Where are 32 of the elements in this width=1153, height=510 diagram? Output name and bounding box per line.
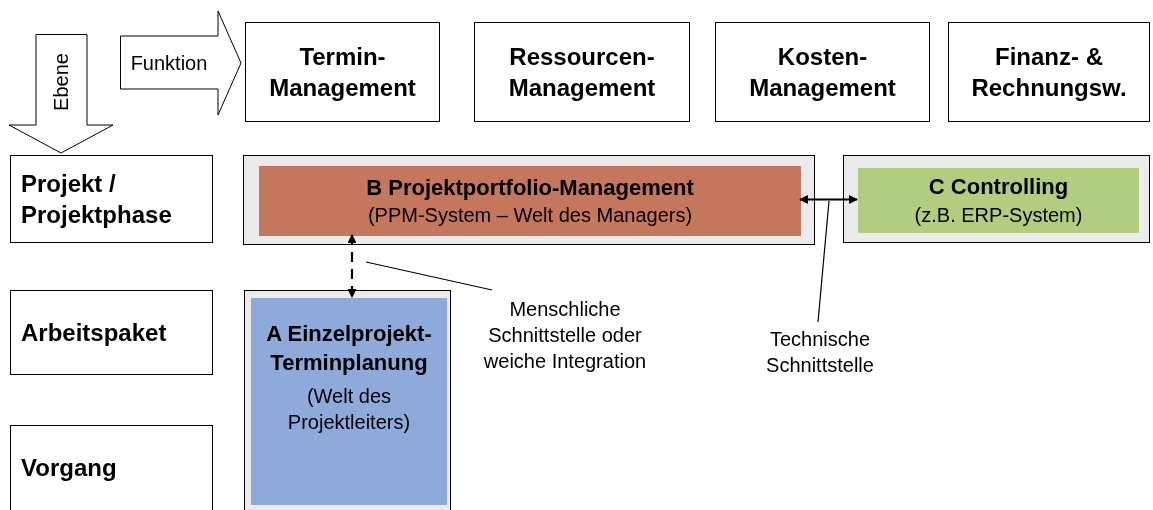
column-label: Kosten- Management <box>748 41 897 103</box>
column-label: Finanz- & Rechnungsw. <box>970 41 1128 103</box>
row-header-box <box>10 155 213 243</box>
leader-line <box>817 200 830 323</box>
frame-box <box>843 155 1150 243</box>
process-box <box>259 166 801 236</box>
process-box <box>858 168 1139 233</box>
box-subtitle: (Welt des Projektleiters) <box>286 384 412 436</box>
row-label: Arbeitspaket <box>21 317 167 348</box>
column-label: Termin- Management <box>268 41 417 103</box>
box-subtitle: (z.B. ERP-System) <box>914 202 1083 228</box>
axis-label: Ebene <box>49 53 73 111</box>
row-header-box <box>10 425 213 510</box>
column-header-box <box>245 22 440 122</box>
row-label: Projekt / Projektphase <box>21 168 173 230</box>
column-header-box <box>948 22 1150 122</box>
annotation-text: Technische Schnittstelle <box>765 327 875 378</box>
axis-label: Funktion <box>130 51 208 76</box>
column-header-box <box>715 22 930 122</box>
box-title: C Controlling <box>928 173 1069 202</box>
column-header-box <box>474 22 690 122</box>
arrow <box>347 234 357 298</box>
column-label: Ressourcen- Management <box>507 41 657 103</box>
annotation-text: Menschliche Schnittstelle oder weiche Integration <box>482 297 648 374</box>
frame-box <box>243 155 815 245</box>
box-title: B Projektportfolio-Management <box>366 173 694 202</box>
arrow <box>799 195 858 204</box>
box-subtitle: (PPM-System – Welt des Managers) <box>367 203 693 229</box>
row-header-box <box>10 290 213 375</box>
row-label: Vorgang <box>21 453 117 484</box>
box-title: A Einzelprojekt- Terminplanung <box>265 320 433 377</box>
leader-line <box>365 261 493 291</box>
